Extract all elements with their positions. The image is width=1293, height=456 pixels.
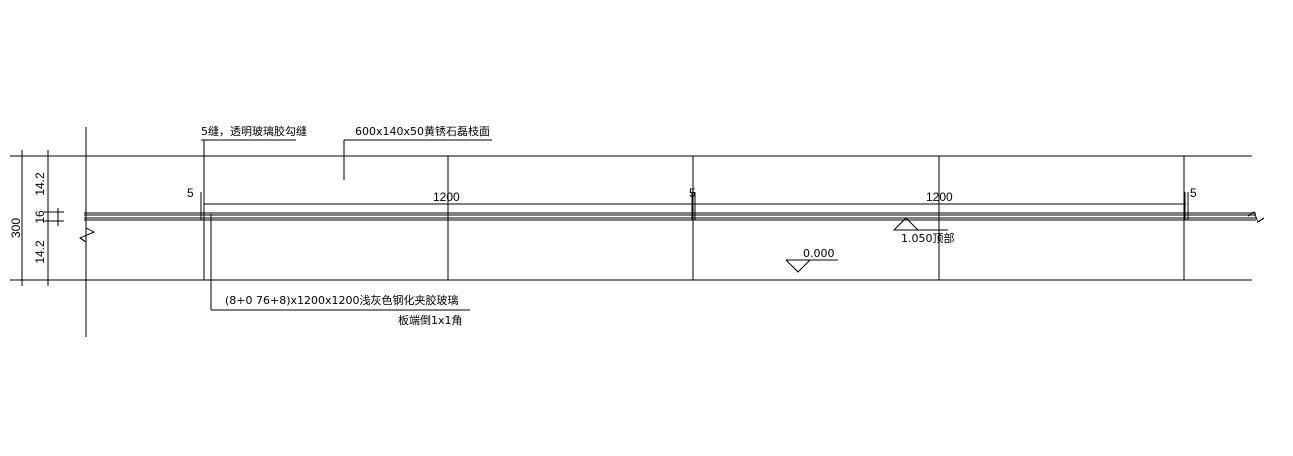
label-edge-chamfer: 板端倒1x1角	[398, 313, 463, 327]
label-laminated-glass: (8+0 76+8)x1200x1200浅灰色钢化夹胶玻璃	[225, 293, 459, 307]
dim-total-height: 300	[9, 218, 23, 238]
right-break-symbol	[1247, 211, 1265, 223]
glass-joint-middle	[691, 192, 696, 220]
elevation-marker-base	[785, 259, 838, 273]
label-top-elevation: 1.050顶部	[901, 231, 955, 245]
dim-gap-right: 5	[1190, 186, 1197, 200]
label-glass-edge-seal: 5缝，透明玻璃胶勾缝	[201, 124, 307, 138]
dim-upper-band: 14.2	[33, 172, 47, 196]
left-break-symbol	[78, 227, 96, 243]
dim-lower-band: 14.2	[33, 240, 47, 264]
dim-gap-left: 5	[187, 186, 194, 200]
dim-middle-band: 16	[33, 210, 47, 224]
label-stone-top: 600x140x50黄锈石磊枝面	[355, 124, 490, 138]
glass-joint-right	[1184, 192, 1189, 220]
elevation-marker-top	[892, 217, 948, 231]
dim-gap-middle: 5	[689, 186, 696, 200]
glass-joint-left	[200, 192, 205, 220]
dim-panel-width-1: 1200	[433, 190, 460, 204]
dim-panel-width-2: 1200	[926, 190, 953, 204]
label-base-elevation: 0.000	[803, 247, 835, 260]
